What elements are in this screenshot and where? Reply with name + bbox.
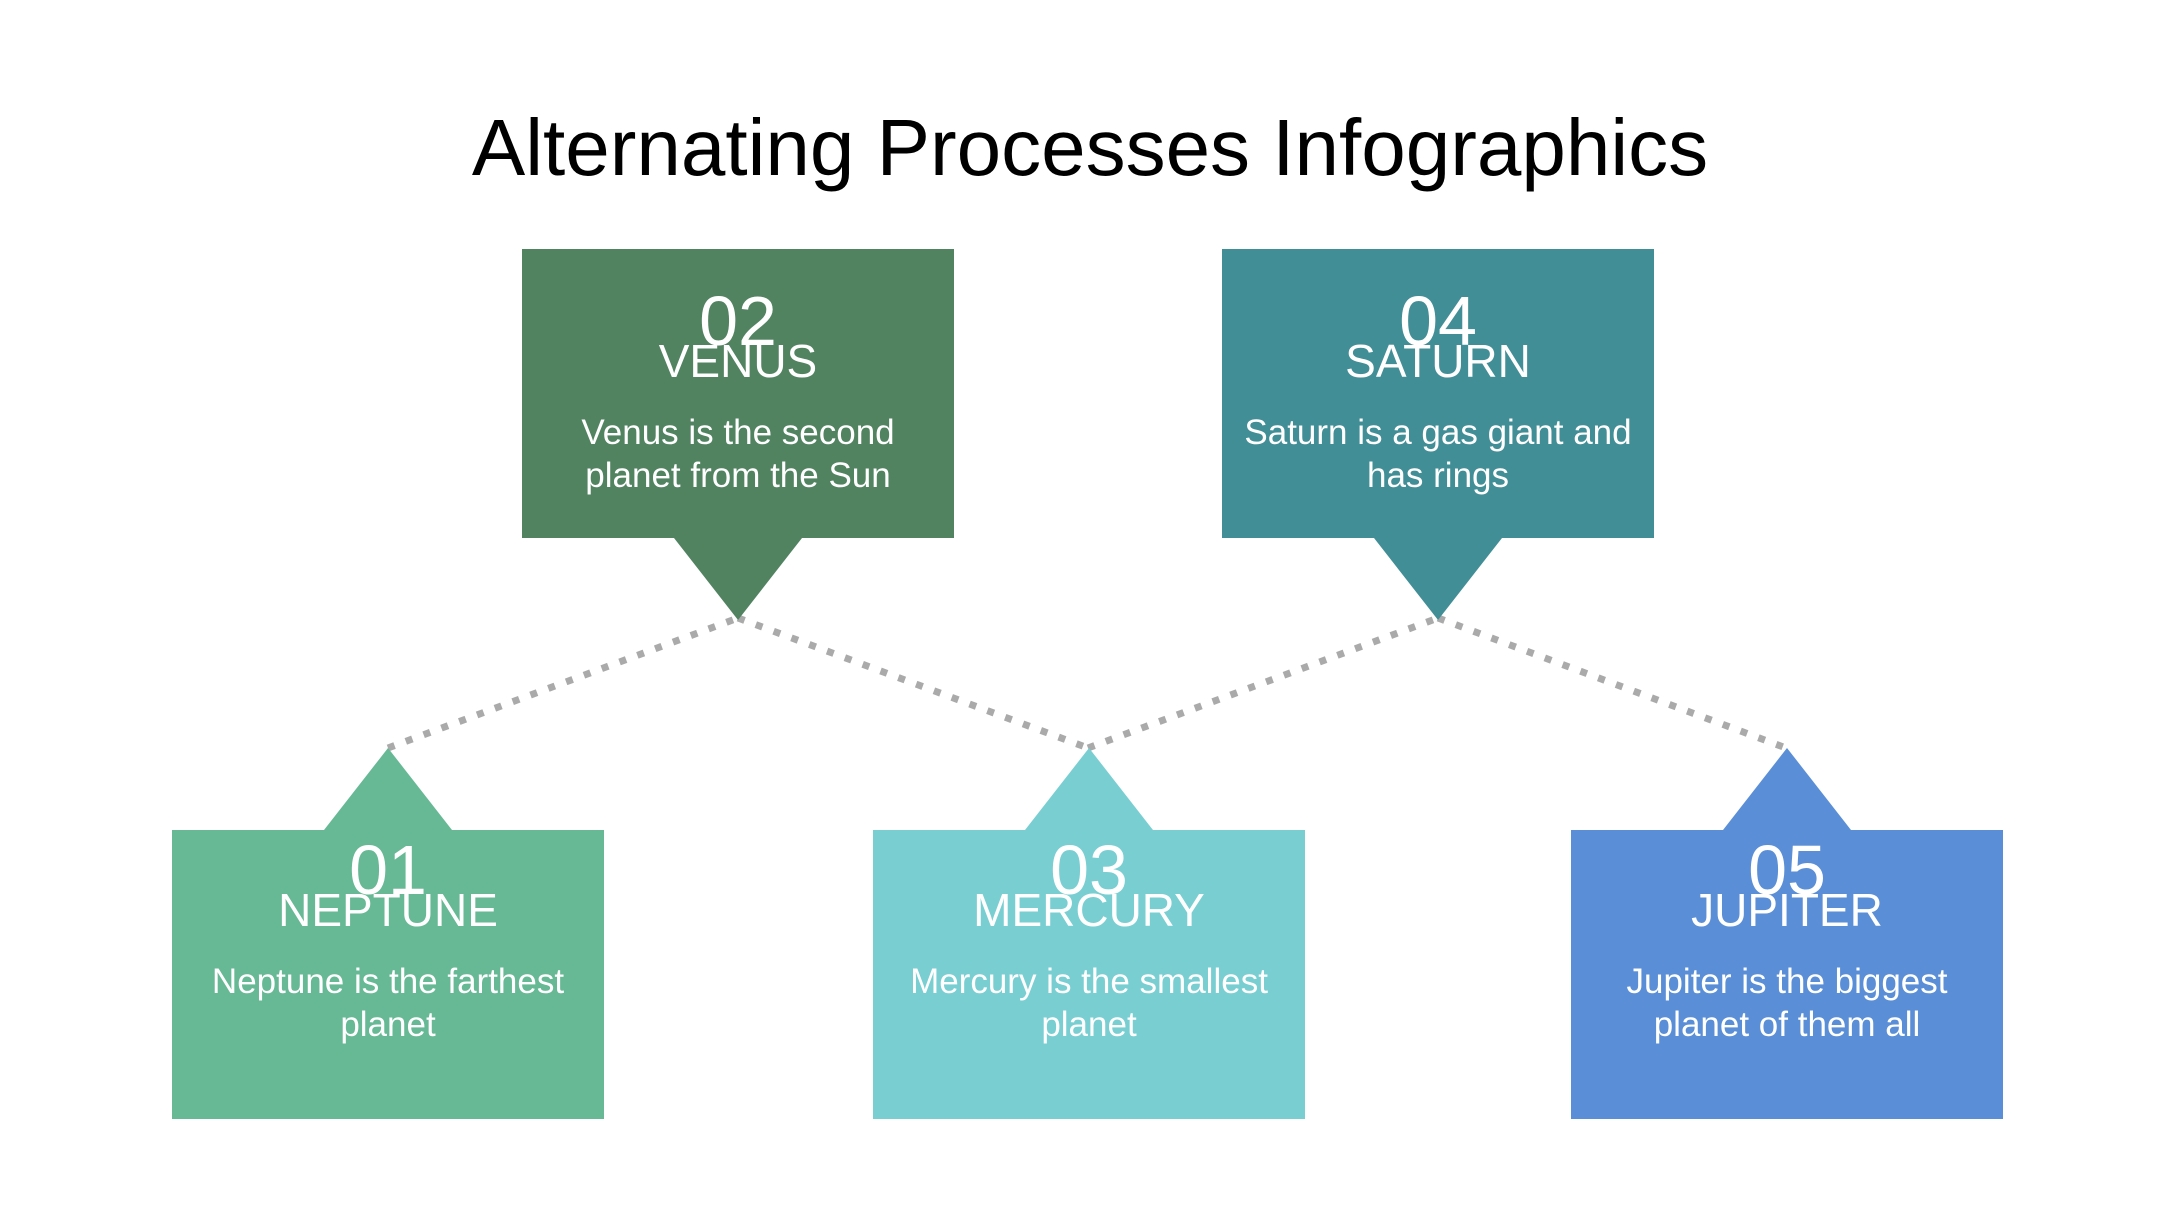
step-name: MERCURY xyxy=(973,884,1205,936)
connector-03-04 xyxy=(1086,614,1440,752)
step-card-neptune: 01 NEPTUNE Neptune is the farthest plane… xyxy=(172,748,604,1119)
step-number: 05 xyxy=(1748,831,1826,909)
step-card-saturn: 04 SATURN Saturn is a gas giant and has … xyxy=(1222,249,1654,620)
step-number: 04 xyxy=(1399,282,1477,360)
step-description: Venus is the second planet from the Sun xyxy=(581,413,895,495)
step-number: 02 xyxy=(699,282,777,360)
connector-04-05 xyxy=(1436,614,1788,752)
step-card-venus: 02 VENUS Venus is the second planet from… xyxy=(522,249,954,620)
step-description: Jupiter is the biggest planet of them al… xyxy=(1626,962,1948,1044)
step-name: SATURN xyxy=(1345,335,1531,387)
step-description: Neptune is the farthest planet xyxy=(211,962,565,1044)
step-pointer-up xyxy=(1025,748,1153,830)
step-description: Mercury is the smallest planet xyxy=(910,962,1268,1044)
connector-01-02 xyxy=(386,614,740,752)
slide-title: Alternating Processes Infographics xyxy=(471,103,1709,192)
step-number: 01 xyxy=(349,831,427,909)
step-card-mercury: 03 MERCURY Mercury is the smallest plane… xyxy=(873,748,1305,1119)
step-name: NEPTUNE xyxy=(278,884,498,936)
step-card-jupiter: 05 JUPITER Jupiter is the biggest planet… xyxy=(1571,748,2003,1119)
step-name: JUPITER xyxy=(1691,884,1883,936)
step-pointer-up xyxy=(1723,748,1851,830)
step-pointer-down xyxy=(1374,538,1502,620)
connector-02-03 xyxy=(736,614,1090,752)
step-description: Saturn is a gas giant and has rings xyxy=(1244,413,1632,495)
step-pointer-down xyxy=(674,538,802,620)
step-name: VENUS xyxy=(658,335,818,387)
step-pointer-up xyxy=(324,748,452,830)
step-number: 03 xyxy=(1050,831,1128,909)
